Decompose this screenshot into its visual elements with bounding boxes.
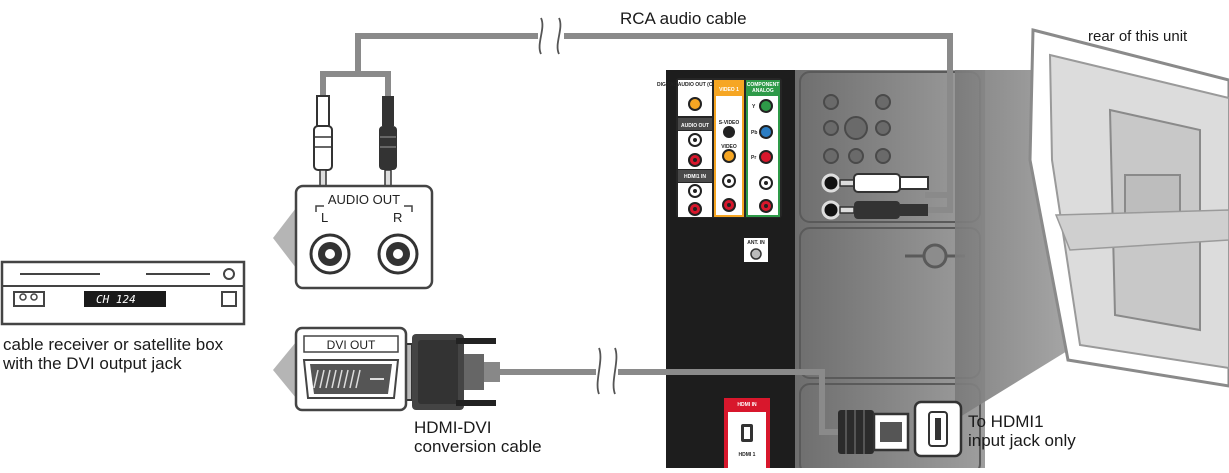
rca-plug-white-left xyxy=(313,95,333,189)
rca-plug-white-right xyxy=(839,173,929,193)
label-video1: VIDEO 1 xyxy=(719,87,739,93)
rca-cable-label: RCA audio cable xyxy=(620,9,747,28)
hdmi-dvi-cable xyxy=(500,347,838,435)
tv-input-panel: DIGITAL AUDIO OUT (COAXIAL) AUDIO OUT HD… xyxy=(657,78,782,468)
dvi-out-panel: DVI OUT xyxy=(294,326,408,412)
label-hdmi1-in-panel: HDMI1 IN xyxy=(684,174,706,180)
hdmi-jack-label-line2: input jack only xyxy=(968,431,1076,450)
rca-plug-red-right xyxy=(839,201,928,219)
dvi-pointer xyxy=(273,342,296,398)
tv-rear-illustration xyxy=(1028,28,1229,388)
label-analog: ANALOG xyxy=(752,88,774,94)
rca-plug-red-left xyxy=(379,96,397,189)
device-display-readout: CH 124 xyxy=(96,293,136,306)
hdmi-port-icon xyxy=(913,400,963,458)
hdmi-jack-label-line1: To HDMI1 xyxy=(968,412,1044,431)
conv-cable-label-line2: conversion cable xyxy=(414,437,542,456)
audio-out-label: AUDIO OUT xyxy=(328,192,400,207)
device-label-line1: cable receiver or satellite box xyxy=(3,335,224,354)
label-digital-audio-out: DIGITAL AUDIO OUT (COAXIAL) xyxy=(657,82,733,88)
label-audio-out-panel: AUDIO OUT xyxy=(681,123,709,129)
audio-right-label: R xyxy=(393,210,402,225)
conv-cable-label-line1: HDMI-DVI xyxy=(414,418,492,437)
dvi-plug xyxy=(397,334,500,410)
audio-out-panel: AUDIO OUT L R xyxy=(294,184,434,290)
label-hdmi-in: HDMI IN xyxy=(737,402,757,408)
device-label-line2: with the DVI output jack xyxy=(3,354,182,373)
label-hdmi-1: HDMI 1 xyxy=(739,452,756,458)
svg-text:DIGITAL AUDIO OUT (COAXIAL): DIGITAL AUDIO OUT (COAXIAL) xyxy=(657,82,733,88)
audio-left-label: L xyxy=(321,210,328,225)
label-component: COMPONENT xyxy=(747,82,780,88)
audio-pointer xyxy=(273,208,296,268)
label-y: Y xyxy=(752,104,756,110)
rca-audio-cable xyxy=(320,17,953,213)
cable-receiver-box: CH 124 xyxy=(0,260,246,326)
rear-unit-label: rear of this unit xyxy=(1088,28,1188,45)
label-video: VIDEO xyxy=(721,144,737,150)
label-ant-in: ANT. IN xyxy=(747,240,765,246)
label-pb: Pb xyxy=(751,130,757,136)
dvi-out-label: DVI OUT xyxy=(327,338,376,352)
hdmi-plug xyxy=(838,410,910,454)
label-s-video: S-VIDEO xyxy=(719,120,740,126)
label-pr: Pr xyxy=(751,155,756,161)
